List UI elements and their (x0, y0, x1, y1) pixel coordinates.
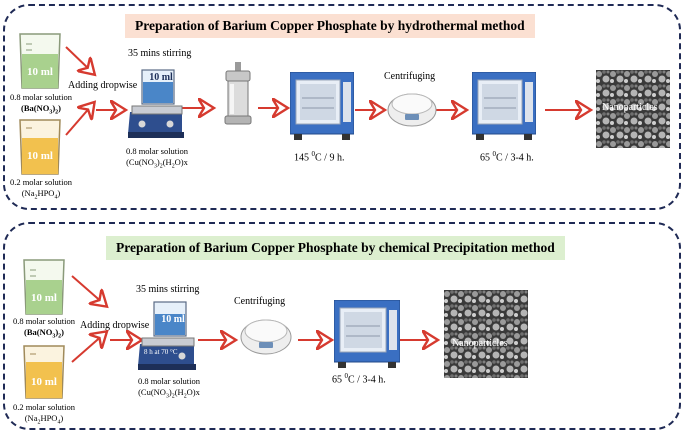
stirrer-concentration: 0.8 molar solution (137, 376, 201, 386)
autoclave-icon (222, 62, 254, 126)
centrifuge-label: Centrifuging (234, 296, 286, 307)
arrow-icon (65, 46, 685, 136)
beaker1-chemical: (Ba(NO3)2) (21, 103, 61, 116)
oven-conditions: 65 0C / 3-4 h. (332, 372, 386, 386)
adding-dropwise-label: Adding dropwise (80, 320, 150, 331)
beaker-icon: 10 ml (16, 118, 64, 176)
stirring-label: 35 mins stirring (136, 284, 200, 295)
oven-icon (289, 71, 355, 140)
sem-image-icon: Nanoparticles (444, 290, 528, 378)
beaker2-concentration: 0.2 molar solution (9, 177, 73, 187)
precipitation-panel (3, 222, 681, 430)
beaker2-concentration: 0.2 molar solution (12, 402, 76, 412)
magnetic-stirrer-icon: 10 ml 8 h at 70 °C (136, 298, 198, 374)
sem-image-icon: Nanoparticles (596, 70, 670, 148)
hydrothermal-title: Preparation of Barium Copper Phosphate b… (125, 14, 535, 38)
beaker-icon: 10 ml (20, 344, 68, 400)
magnetic-stirrer-icon: 10 ml (126, 64, 186, 142)
centrifuge-icon (387, 88, 437, 128)
hydrothermal-panel (3, 4, 681, 210)
beaker1-concentration: 0.8 molar solution (9, 92, 73, 102)
beaker2-chemical: (Na2HPO4) (24, 413, 64, 426)
beaker-icon: 10 ml (16, 32, 64, 90)
beaker-icon: 10 ml (20, 258, 68, 316)
stirrer-chemical: (Cu(NO3)2(H2O)x (126, 157, 188, 170)
adding-dropwise-label: Adding dropwise (68, 80, 138, 91)
stirring-label: 35 mins stirring (128, 48, 192, 59)
stirrer-concentration: 0.8 molar solution (125, 146, 189, 156)
oven1-conditions: 145 0C / 9 h. (294, 150, 345, 164)
beaker2-chemical: (Na2HPO4) (21, 188, 61, 201)
precipitation-title: Preparation of Barium Copper Phosphate b… (106, 236, 565, 260)
centrifuge-label: Centrifuging (384, 71, 436, 82)
oven-icon (471, 71, 537, 140)
oven-icon (333, 299, 401, 368)
centrifuge-icon (240, 314, 292, 356)
beaker1-concentration: 0.8 molar solution (12, 316, 76, 326)
oven2-conditions: 65 0C / 3-4 h. (480, 150, 534, 164)
beaker1-chemical: (Ba(NO3)2) (24, 327, 64, 340)
stirrer-chemical: (Cu(NO3)2(H2O)x (138, 387, 200, 400)
